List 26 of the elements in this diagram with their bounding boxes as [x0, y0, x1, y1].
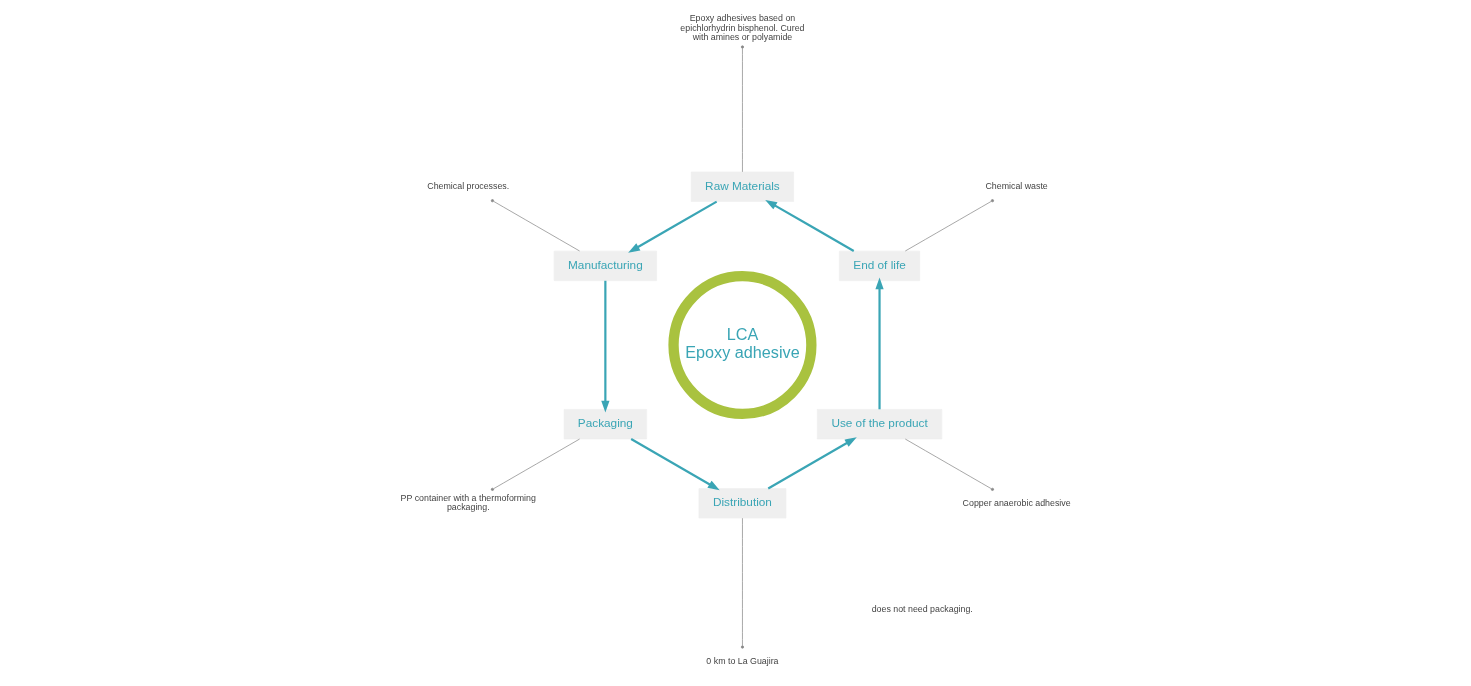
node-text: 0 km to La Guajira [705, 655, 779, 666]
node-box: Use of the product [816, 409, 942, 440]
node-text: Chemical processes. [426, 181, 509, 192]
arrow [627, 200, 717, 253]
node-text: Copper anaerobic adhesive [962, 497, 1071, 508]
node-box: Distribution [698, 488, 786, 519]
arrow [630, 438, 720, 491]
connector [490, 199, 580, 252]
node-box: Manufacturing [553, 250, 657, 281]
arrow [600, 280, 609, 413]
connector [490, 438, 580, 491]
connector [904, 199, 994, 252]
node-box: Packaging [563, 409, 647, 440]
node-box: End of life [838, 250, 920, 281]
node-text: Epoxy adhesives based on epichlorhydrin bisphenol. Cured with amines or polyamide [679, 13, 805, 43]
connector [904, 438, 994, 491]
connector [740, 517, 744, 649]
node-text: PP container with a thermoforming packaging. [400, 492, 536, 513]
node-box: Raw Materials [690, 171, 794, 202]
arrow [764, 199, 854, 252]
label: does not need packaging. [871, 603, 973, 614]
arrow [874, 277, 884, 410]
arrow [767, 437, 857, 490]
node-text: Chemical waste [984, 181, 1048, 192]
connector [740, 45, 744, 173]
node-circle: LCA Epoxy adhesive [667, 270, 816, 420]
